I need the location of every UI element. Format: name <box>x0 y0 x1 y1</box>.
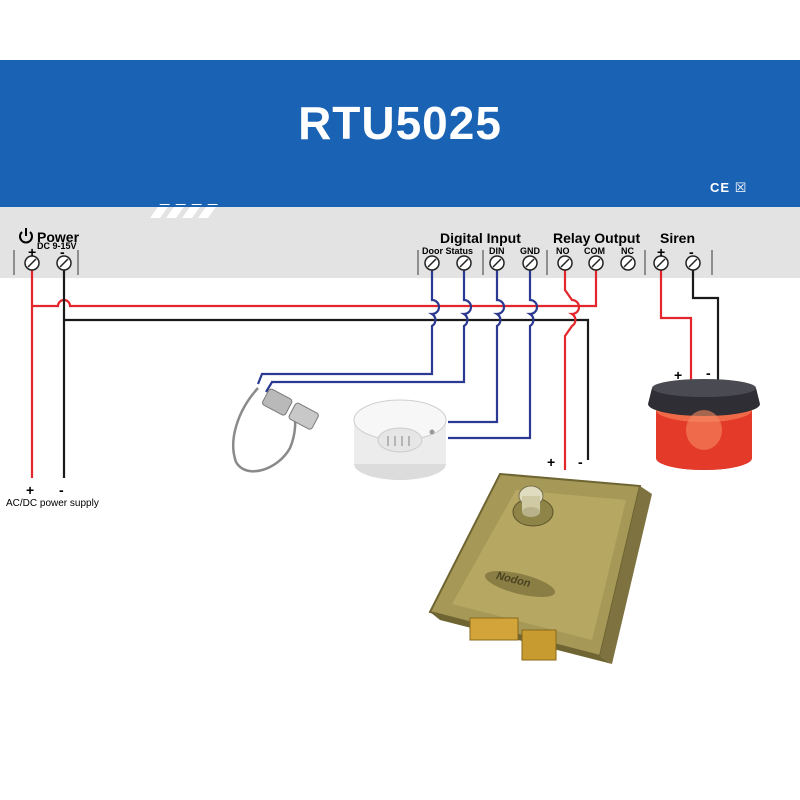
header-banner <box>0 60 800 205</box>
screw-nc <box>620 255 636 271</box>
supply-minus-label: - <box>59 482 64 498</box>
screw-power-minus <box>56 255 72 271</box>
wire-relay-no <box>563 262 581 470</box>
relay-output-label: Relay Output <box>553 230 641 246</box>
terminal-nc-label: NC <box>621 246 634 256</box>
door-contact-sensor-icon <box>232 387 319 473</box>
siren-plus-label: + <box>657 244 666 260</box>
wires <box>30 262 720 478</box>
wire-gnd <box>448 262 539 440</box>
siren-icon <box>648 379 760 470</box>
siren-terminal-label: Siren <box>660 230 696 246</box>
lock-plus-label: + <box>547 454 556 470</box>
header-stripes <box>150 204 218 218</box>
power-minus-label: - <box>60 244 65 260</box>
terminal-din-label: DIN <box>489 246 505 256</box>
wire-siren-plus <box>659 262 693 380</box>
smoke-detector-icon <box>353 399 447 480</box>
electric-lock-icon <box>428 472 652 664</box>
screw-gnd <box>522 255 538 271</box>
screw-no <box>557 255 573 271</box>
terminal-screws <box>24 255 701 271</box>
power-plus-label: + <box>28 244 37 260</box>
wire-black-bus <box>64 318 590 460</box>
screw-siren-plus <box>653 255 669 271</box>
power-voltage-label: DC 9-15V <box>37 241 77 251</box>
supply-plus-label: + <box>26 482 35 498</box>
terminal-dividers <box>13 250 713 275</box>
digital-input-label: Digital Input <box>440 230 521 246</box>
wire-red-bus <box>32 262 598 308</box>
terminal-com-label: COM <box>584 246 605 256</box>
screw-siren-minus <box>685 255 701 271</box>
lock-minus-label: - <box>578 454 583 470</box>
screw-com <box>588 255 604 271</box>
terminal-door-status-label: Door Status <box>422 246 474 256</box>
product-title: RTU5025 <box>298 97 502 149</box>
siren-device-plus-label: + <box>674 367 683 383</box>
screw-door-b <box>456 255 472 271</box>
wire-din <box>448 262 506 424</box>
terminal-no-label: NO <box>556 246 570 256</box>
terminal-gnd-label: GND <box>520 246 540 256</box>
wire-siren-minus <box>691 262 720 380</box>
siren-device-minus-label: - <box>706 365 711 381</box>
screw-din <box>489 255 505 271</box>
wire-door-b <box>265 262 473 393</box>
siren-minus-label: - <box>689 244 694 260</box>
power-icon <box>19 228 33 244</box>
wire-door-a <box>256 262 441 385</box>
header-bottom-edge <box>0 205 800 207</box>
power-label: Power <box>37 229 80 245</box>
screw-door-a <box>424 255 440 271</box>
screw-power-plus <box>24 255 40 271</box>
power-supply-label: AC/DC power supply <box>6 498 99 509</box>
certification-marks: CE ☒ <box>710 180 748 195</box>
